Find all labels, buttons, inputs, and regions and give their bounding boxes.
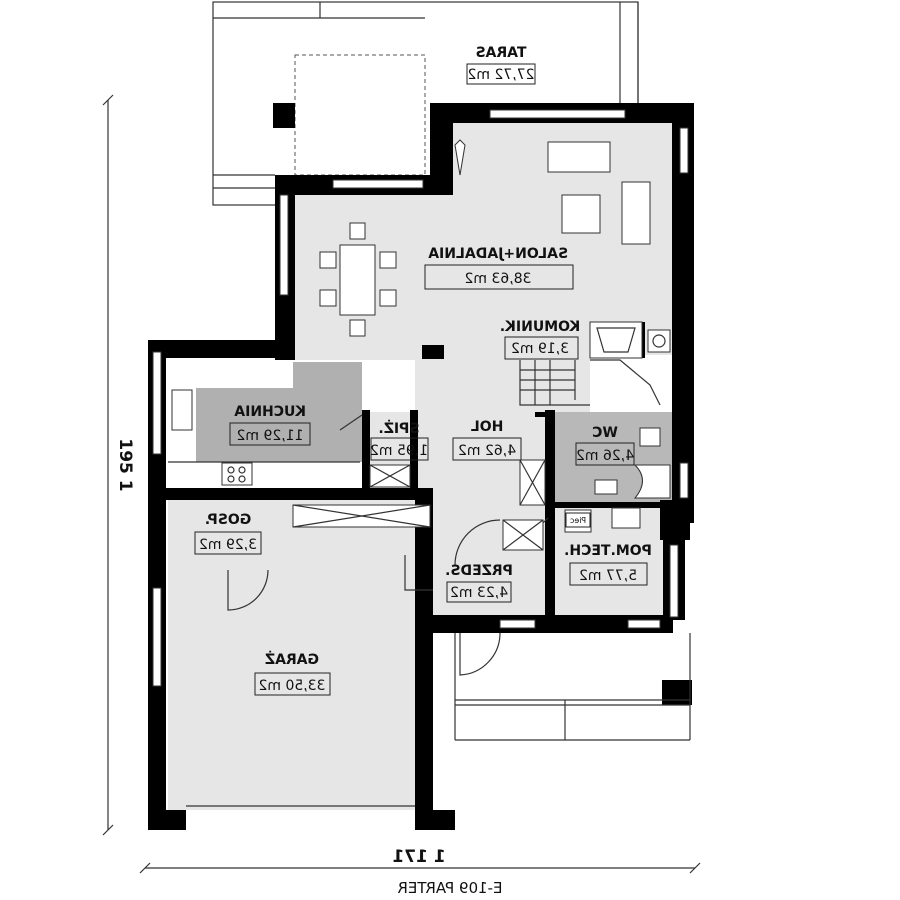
room-name-taras: TARAS [476, 45, 527, 61]
room-area-taras: 27,72 m2 [467, 67, 534, 83]
room-name-gosp: GOSP. [205, 512, 251, 528]
entrance-porch [454, 632, 691, 741]
windows [152, 109, 689, 687]
room-area-hol: 4,62 m2 [458, 443, 516, 459]
room-name-pomtech: POM.TECH. [564, 543, 652, 559]
garage-door [186, 504, 431, 807]
room-area-garaz: 33,50 m2 [258, 678, 325, 694]
room-area-gosp: 3,29 m2 [199, 537, 257, 553]
room-area-przedsionek: 4,23 m2 [450, 585, 508, 601]
room-name-salon: SALON+JADALNIA [428, 246, 568, 262]
room-label-boxes [194, 63, 648, 696]
room-name-spiz: SPIŻ. [378, 420, 419, 437]
room-area-komunik: 3,19 m2 [511, 341, 569, 357]
stairs [519, 359, 661, 406]
room-name-hol: HOL [471, 419, 504, 435]
plan-caption: E-109 PARTER [397, 879, 502, 897]
room-name-komunik: KOMUNIK. [500, 319, 581, 335]
room-name-wc: WC [592, 425, 618, 441]
labels: TARAS 27,72 m2 SALON+JADALNIA 38,63 m2 K… [115, 45, 652, 897]
room-area-pomtech: 5,77 m2 [579, 568, 637, 584]
dimension-width: 1 171 [392, 847, 445, 867]
dimension-height: 195 1 [115, 438, 135, 491]
room-area-kuchnia: 11,29 m2 [236, 428, 303, 444]
furniture [168, 139, 671, 551]
fixture-label-piec: Piec [570, 516, 586, 525]
room-name-przedsionek: PRZEDS. [445, 563, 513, 579]
room-area-salon: 38,63 m2 [464, 271, 531, 287]
room-area-wc: 4,26 m2 [576, 448, 634, 464]
dimension-lines [102, 94, 701, 874]
room-name-kuchnia: KUCHNIA [234, 404, 306, 420]
room-name-garaz: GARAŻ [265, 651, 319, 668]
room-area-spiz: 1,95 m2 [370, 443, 428, 459]
